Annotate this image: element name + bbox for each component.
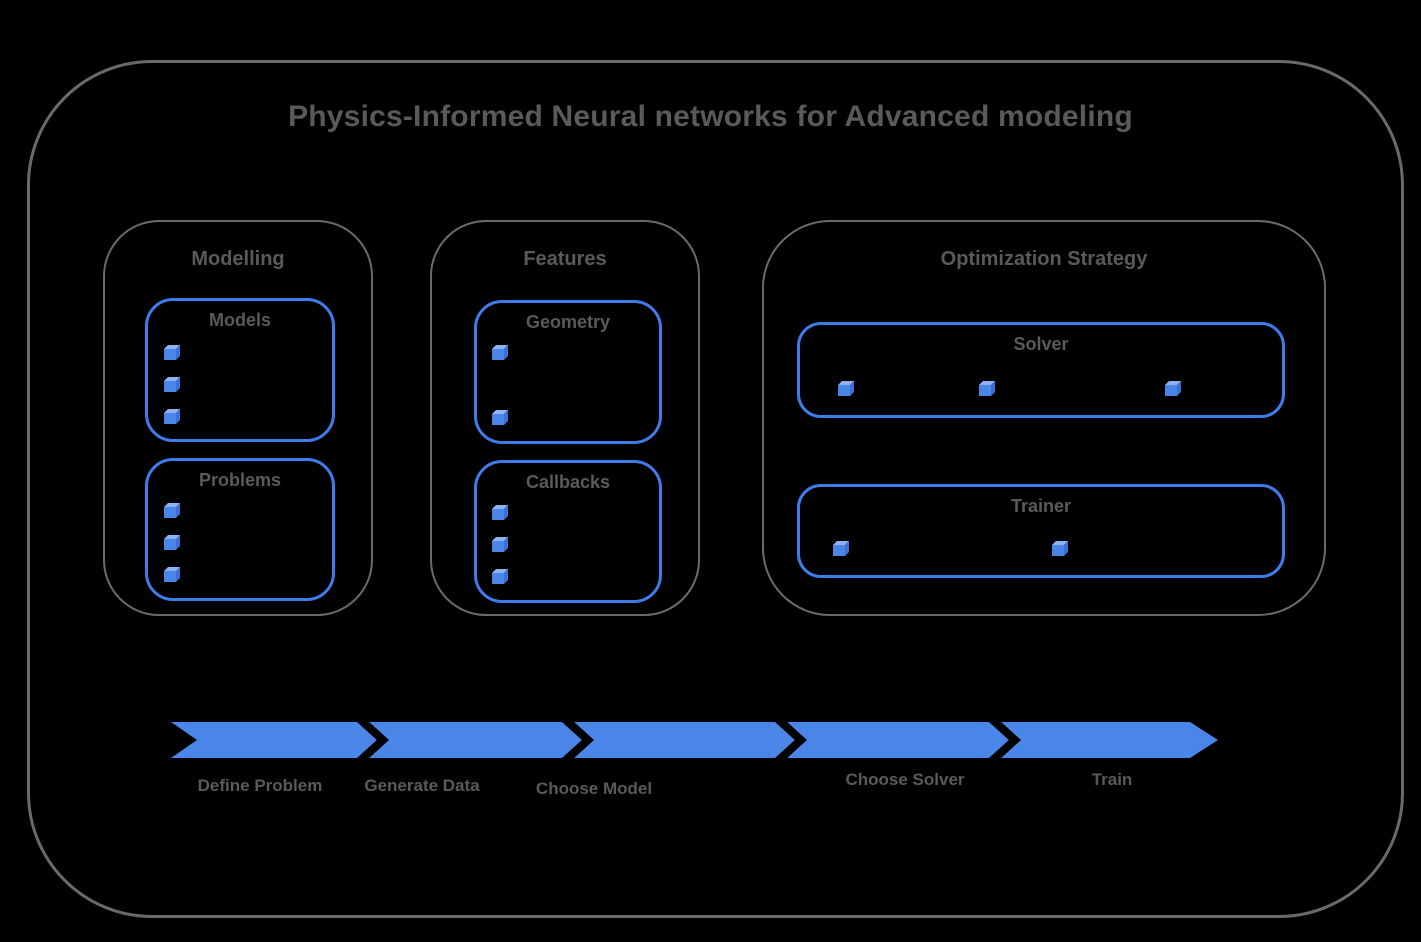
- pipeline-step-define-problem: Define Problem: [197, 776, 323, 795]
- group-modelling-label: Modelling: [191, 248, 285, 270]
- node-problems-bullets: [164, 503, 180, 582]
- cube-bullet-icon: [979, 381, 995, 396]
- group-features: Features Geometry Callbacks: [430, 220, 700, 616]
- node-geometry-label: Geometry: [525, 312, 611, 332]
- node-trainer-bullets: [833, 541, 1068, 556]
- cube-bullet-icon: [1165, 381, 1181, 396]
- cube-bullet-icon: [492, 410, 508, 425]
- node-geometry: Geometry: [474, 300, 662, 444]
- cube-bullet-icon: [492, 537, 508, 552]
- node-callbacks-bullets: [492, 505, 508, 584]
- group-optimization-strategy-label: Optimization Strategy: [940, 248, 1148, 270]
- pipeline-step-train: Train: [1091, 770, 1133, 789]
- pipeline-step-choose-model: Choose Model: [535, 779, 653, 798]
- node-callbacks: Callbacks: [474, 460, 662, 603]
- node-callbacks-label: Callbacks: [525, 472, 611, 492]
- cube-bullet-icon: [1052, 541, 1068, 556]
- node-problems-label: Problems: [198, 470, 282, 490]
- pipeline-step-generate-data: Generate Data: [364, 776, 480, 795]
- pipeline-arrow-band: [171, 722, 1218, 758]
- node-solver-bullets: [838, 381, 1181, 396]
- diagram-title: Physics-Informed Neural networks for Adv…: [288, 100, 1133, 133]
- group-optimization-strategy: Optimization Strategy Solver Trainer: [762, 220, 1326, 616]
- cube-bullet-icon: [164, 503, 180, 518]
- node-models: Models: [145, 298, 335, 442]
- node-models-bullets: [164, 345, 180, 424]
- cube-bullet-icon: [838, 381, 854, 396]
- cube-bullet-icon: [164, 377, 180, 392]
- node-problems: Problems: [145, 458, 335, 601]
- node-models-label: Models: [208, 310, 271, 330]
- node-trainer-label: Trainer: [1010, 496, 1072, 516]
- pipeline-step-choose-solver: Choose Solver: [845, 770, 965, 789]
- cube-bullet-icon: [164, 345, 180, 360]
- outer-frame: [27, 60, 1404, 918]
- node-trainer: Trainer: [797, 484, 1285, 578]
- group-features-label: Features: [523, 248, 607, 270]
- cube-bullet-icon: [492, 569, 508, 584]
- cube-bullet-icon: [492, 345, 508, 360]
- cube-bullet-icon: [164, 567, 180, 582]
- node-solver-label: Solver: [1013, 334, 1069, 354]
- cube-bullet-icon: [492, 505, 508, 520]
- cube-bullet-icon: [833, 541, 849, 556]
- group-modelling: Modelling Models Problems: [103, 220, 373, 616]
- cube-bullet-icon: [164, 535, 180, 550]
- node-geometry-bullets: [492, 345, 508, 425]
- cube-bullet-icon: [164, 409, 180, 424]
- node-solver: Solver: [797, 322, 1285, 418]
